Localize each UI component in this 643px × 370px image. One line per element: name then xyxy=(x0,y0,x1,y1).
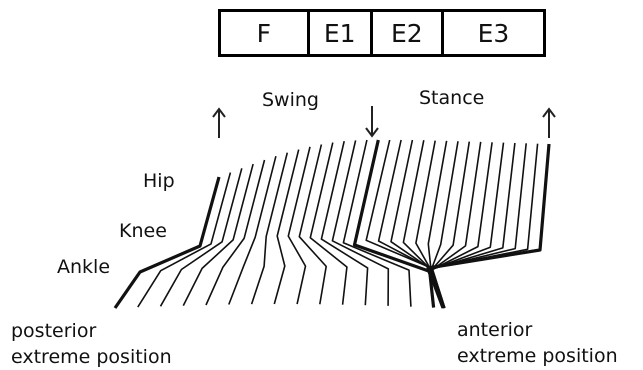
leg-stick-27 xyxy=(428,143,515,308)
stance-end-up-arrow-icon xyxy=(543,109,555,138)
swing-start-up-arrow-icon xyxy=(213,109,225,138)
leg-stick-1 xyxy=(115,177,219,308)
posterior-caption-line2: extreme position xyxy=(11,345,172,370)
hip-label: Hip xyxy=(143,172,175,191)
anterior-caption-line1: anterior xyxy=(457,318,618,344)
leg-stick-8 xyxy=(274,150,298,304)
swing-label: Swing xyxy=(262,91,319,110)
leg-stick-14 xyxy=(343,140,411,307)
stance-start-down-arrow-icon xyxy=(366,106,378,136)
ankle-label: Ankle xyxy=(57,258,110,277)
leg-stick-figures xyxy=(115,140,549,308)
stance-label: Stance xyxy=(419,89,484,108)
posterior-caption: posterior extreme position xyxy=(11,319,172,370)
leg-stick-9 xyxy=(288,147,310,304)
anterior-caption-line2: extreme position xyxy=(457,344,618,370)
posterior-caption-line1: posterior xyxy=(11,319,172,345)
leg-stick-25 xyxy=(429,142,493,308)
anterior-caption: anterior extreme position xyxy=(457,318,618,369)
knee-label: Knee xyxy=(119,222,167,241)
